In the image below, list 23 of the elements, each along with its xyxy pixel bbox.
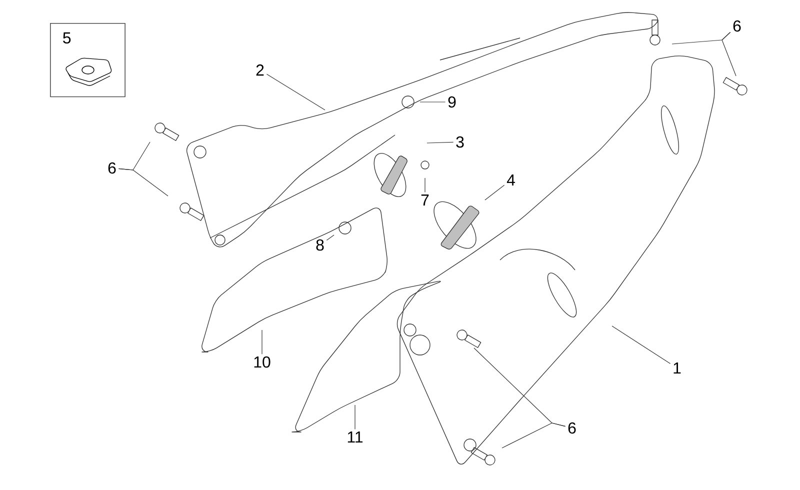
leader-line	[326, 234, 334, 241]
leader-line	[502, 422, 566, 448]
leader-line	[266, 74, 326, 110]
callout-number: 11	[348, 432, 363, 442]
leader-line	[612, 326, 671, 364]
callout-number: 6	[108, 162, 116, 174]
callout-number: 2	[256, 64, 264, 76]
callout-number: 9	[448, 96, 456, 108]
leader-line	[118, 168, 168, 196]
callout-number: 6	[733, 20, 741, 32]
callout-number: 10	[254, 356, 270, 368]
callout-number: 3	[456, 136, 464, 148]
leader-line	[722, 32, 736, 76]
callout-number: 1	[674, 362, 681, 374]
callout-number: 4	[506, 174, 515, 186]
leader-line	[426, 142, 454, 144]
callout-number: 8	[316, 239, 324, 251]
callout-number: 7	[421, 194, 429, 206]
leader-line	[354, 404, 356, 430]
leader-line	[424, 178, 426, 193]
inset-box: 5	[50, 23, 126, 98]
callout-number: 6	[568, 422, 576, 434]
leader-line	[484, 184, 505, 200]
